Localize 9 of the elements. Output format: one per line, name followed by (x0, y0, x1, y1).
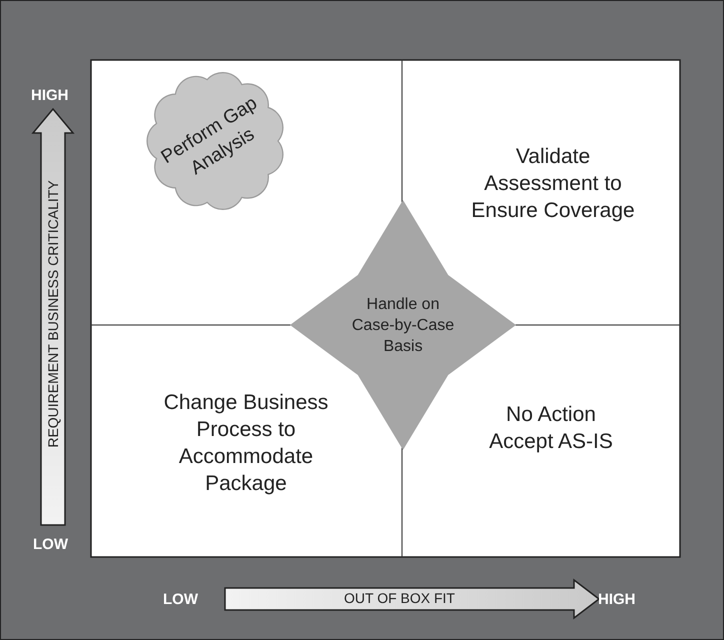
axis-title: OUT OF BOX FIT (343, 590, 456, 606)
quadrant-label: Validate Assessment to Ensure Coverage (463, 143, 643, 224)
axis-title: REQUIREMENT BUSINESS CRITICALITY (45, 179, 61, 450)
axis-label: HIGH (598, 591, 636, 608)
axis-label: LOW (163, 591, 198, 608)
quadrant-label: No Action Accept AS-IS (481, 401, 621, 455)
quadrant-label: Change Business Process to Accommodate Package (161, 389, 331, 497)
axis-label: HIGH (31, 87, 68, 104)
axis-label: LOW (33, 536, 68, 553)
